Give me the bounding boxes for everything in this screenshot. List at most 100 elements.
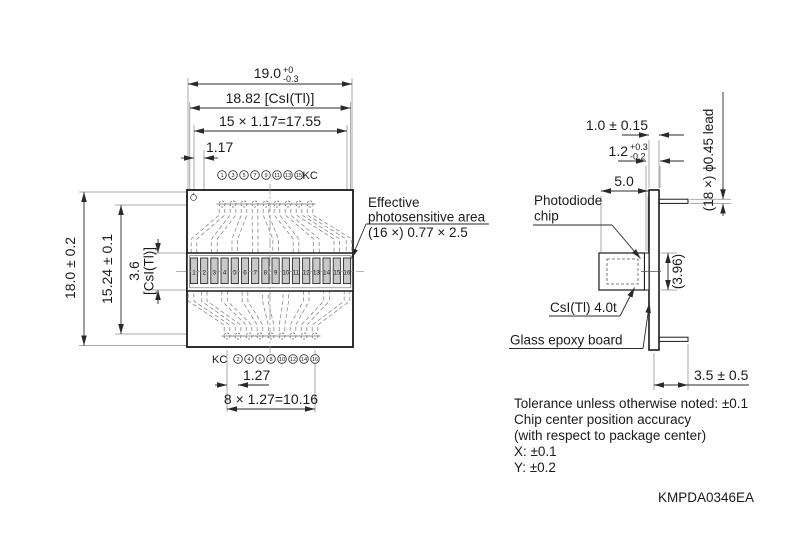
trace-hidden-line xyxy=(300,291,325,331)
pin-number: 12 xyxy=(290,357,296,363)
trace-hidden-line xyxy=(201,291,236,331)
photodiode-label-line1: Photodiode xyxy=(534,193,602,208)
trace-hidden-line xyxy=(247,291,264,331)
note-line5: Y: ±0.2 xyxy=(514,460,556,475)
effective-area-line2: photosensitive area xyxy=(368,210,486,225)
trace-hidden-line xyxy=(262,209,274,256)
trace-hidden-line xyxy=(306,291,330,331)
trace-hidden-line xyxy=(312,209,353,256)
trace-hidden-line xyxy=(311,291,345,331)
detector-cell xyxy=(271,257,280,284)
dim-depth: 5.0 xyxy=(614,173,634,189)
trace-hidden-line xyxy=(290,209,320,256)
detector-cell-number: 11 xyxy=(293,270,300,277)
castellation-pad-hole xyxy=(289,332,297,340)
detector-cell xyxy=(210,257,219,284)
trace-hidden-line xyxy=(284,291,289,331)
detector-cell xyxy=(261,257,270,284)
detector-cell-number: 8 xyxy=(264,270,268,277)
trace-hidden-line xyxy=(221,291,247,331)
pin-number-circle xyxy=(310,354,320,364)
bottom-pin-kc-label: KC xyxy=(212,354,227,366)
pin-number: 14 xyxy=(301,357,307,363)
pin-number: 9 xyxy=(264,173,267,179)
effective-area-line3: (16 ×) 0.77 × 2.5 xyxy=(368,225,468,240)
detector-cell-number: 9 xyxy=(274,270,278,277)
dashed-trace-pattern xyxy=(187,209,353,331)
dim-strip-height-note: [CsI(Tl)] xyxy=(142,247,157,295)
castellation-pad-hole xyxy=(284,200,292,208)
detector-cell-number: 1 xyxy=(192,270,196,277)
castellation-pad-hole xyxy=(273,200,281,208)
csi-label: CsI(Tl) 4.0t xyxy=(550,300,617,315)
document-code: KMPDA0346EA xyxy=(658,490,754,505)
castellation-pad-hole xyxy=(300,332,308,340)
detector-cell-number: 5 xyxy=(233,270,237,277)
lead-spec-note: (18 ×) ϕ0.45 lead xyxy=(701,109,716,212)
pin-number: 10 xyxy=(279,357,285,363)
castellation-pad-hole xyxy=(267,332,275,340)
trace-hidden-line xyxy=(241,291,258,331)
pin-number: 7 xyxy=(253,173,256,179)
pin-number: 3 xyxy=(231,173,234,179)
detector-cell-number: 12 xyxy=(303,270,310,277)
trace-hidden-line xyxy=(301,209,340,256)
top-pin-kc-label: KC xyxy=(303,170,318,182)
pin-number-circle xyxy=(239,170,249,180)
trace-hidden-line xyxy=(278,291,284,331)
trace-hidden-line xyxy=(289,291,304,331)
trace-hidden-line xyxy=(231,209,242,256)
trace-hidden-line xyxy=(206,291,242,331)
dim-seat-thickness: 1.2 xyxy=(609,143,629,159)
detector-cell xyxy=(251,257,260,284)
dim-cell-pitch: 1.17 xyxy=(206,139,233,155)
trace-hidden-line xyxy=(267,291,275,331)
detector-cell xyxy=(302,257,311,284)
pin-number: 4 xyxy=(247,357,250,363)
castellation-pad-hole xyxy=(295,200,303,208)
pin-number-circle xyxy=(277,354,287,364)
pin-number: 5 xyxy=(242,173,245,179)
pin-number-circle xyxy=(255,354,265,364)
pin-number-circle xyxy=(266,354,276,364)
dim-seat-tol-dn: -0.2 xyxy=(630,152,646,162)
board-callout: Glass epoxy board xyxy=(509,302,651,349)
pin-number-circle xyxy=(250,170,260,180)
trace-hidden-line xyxy=(196,209,226,256)
dim-strip-height: 3.6 xyxy=(126,261,142,281)
pin-number-circle xyxy=(244,354,254,364)
castellation-pad-hole xyxy=(218,200,226,208)
detector-cell xyxy=(200,257,209,284)
pin-number: 6 xyxy=(258,357,261,363)
dim-height-pads: 15.24 ± 0.1 xyxy=(99,234,115,304)
trace-hidden-line xyxy=(284,209,314,256)
dim-lead-length: 3.5 ± 0.5 xyxy=(694,367,749,383)
detector-cell-number: 13 xyxy=(313,270,320,277)
pin1-index-mark xyxy=(190,192,197,201)
trace-hidden-line xyxy=(273,209,294,256)
trace-hidden-line xyxy=(279,209,300,256)
dim-bottom-pitch: 1.27 xyxy=(243,367,270,383)
note-line1: Tolerance unless otherwise noted: ±0.1 xyxy=(514,396,748,411)
trace-hidden-line xyxy=(262,291,269,331)
pin-number: 11 xyxy=(274,173,280,179)
bottom-lead xyxy=(658,336,689,342)
csi-callout: CsI(Tl) 4.0t xyxy=(549,287,635,317)
trace-hidden-line xyxy=(317,291,351,331)
trace-hidden-line xyxy=(190,209,220,256)
pin-number-circle xyxy=(261,170,271,180)
detector-cell-number: 10 xyxy=(282,270,289,277)
dim-width-outer-tol-up: +0 xyxy=(283,65,293,75)
pin-number: 1 xyxy=(220,173,223,179)
board-label: Glass epoxy board xyxy=(510,333,623,348)
dim-chip-height: (3.96) xyxy=(670,254,685,289)
pin-number-circle xyxy=(294,170,304,180)
pin-number: 16 xyxy=(312,357,318,363)
effective-area-line1: Effective xyxy=(368,195,420,210)
castellation-pad-hole xyxy=(262,200,270,208)
pin-number: 8 xyxy=(269,357,272,363)
pin-number: 13 xyxy=(285,173,291,179)
